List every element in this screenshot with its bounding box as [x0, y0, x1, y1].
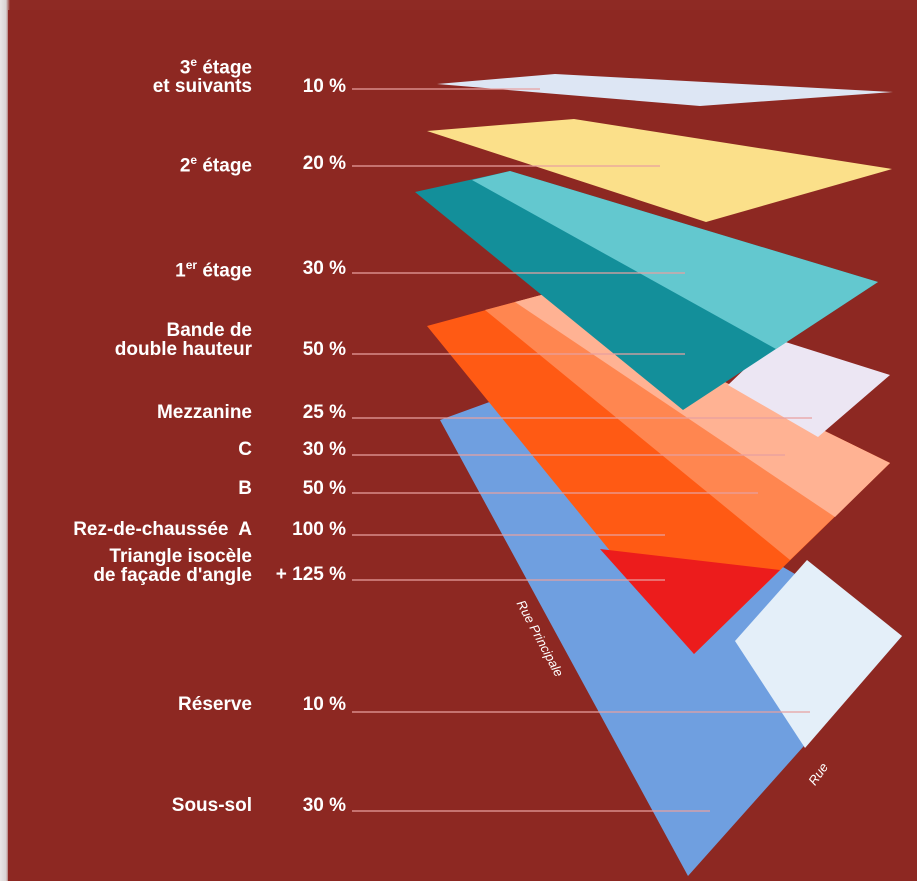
level-percent-c: 30 %	[302, 439, 346, 460]
level-label-etage2: 2e étage	[179, 153, 252, 177]
level-percent-etage2: 20 %	[302, 153, 346, 174]
level-label-reserve: Réserve	[178, 694, 252, 715]
mezzanine-slab	[728, 339, 890, 437]
reserve-slab	[735, 560, 902, 748]
level-label-c: C	[238, 439, 252, 460]
level-label-rdc: Rez-de-chaussée A	[73, 519, 252, 540]
level-percent-etage1: 30 %	[302, 258, 346, 279]
level-percent-reserve: 10 %	[302, 694, 346, 715]
second-floor-slab	[427, 119, 892, 222]
level-percent-soussol: 30 %	[302, 795, 346, 816]
level-percent-etage3: 10 %	[302, 76, 346, 97]
level-label-etage3: 3e étage et suivants	[152, 55, 252, 98]
corner-triangle	[600, 549, 780, 654]
level-label-mezzanine: Mezzanine	[156, 402, 252, 423]
level-percent-rdc: 100 %	[292, 519, 346, 540]
level-label-etage1: 1er étage	[175, 258, 252, 282]
ground-zone-c	[515, 294, 890, 517]
level-label-bande: Bande de double hauteur	[114, 320, 252, 360]
first-floor-slab	[415, 171, 878, 410]
ground-floor-slab	[427, 294, 890, 654]
third-floor-slab	[437, 74, 893, 106]
first-floor-light	[472, 171, 878, 349]
basement-slab	[440, 400, 902, 876]
level-percent-mezzanine: 25 %	[302, 402, 346, 423]
level-percent-triangle: + 125 %	[275, 564, 346, 585]
level-percent-bande: 50 %	[302, 339, 346, 360]
level-label-soussol: Sous-sol	[171, 795, 252, 816]
ground-zone-b	[485, 294, 890, 560]
level-label-triangle: Triangle isocèle de façade d'angle	[93, 546, 252, 586]
level-label-b: B	[238, 478, 252, 499]
level-percent-b: 50 %	[302, 478, 346, 499]
